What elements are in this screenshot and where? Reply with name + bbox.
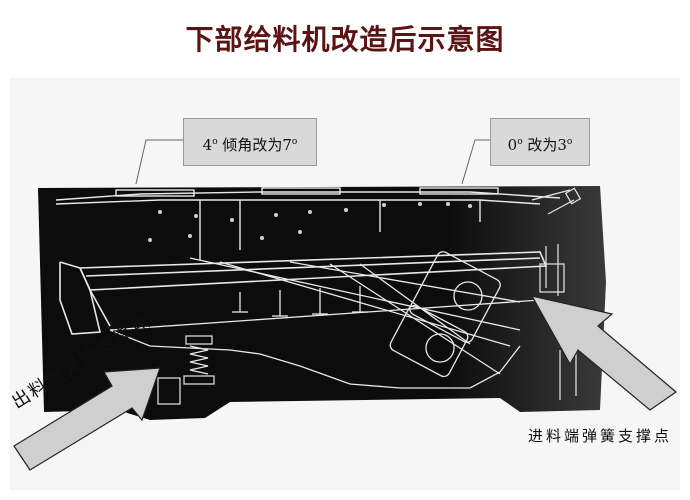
- callout-angle-change: 0o 改为3o: [490, 118, 590, 166]
- diagram-title: 下部给料机改造后示意图: [185, 23, 505, 56]
- trough-supports: [232, 286, 368, 317]
- vibrator-assembly: [109, 251, 521, 389]
- discharge-spring-icon: [157, 335, 215, 405]
- callout-left-leader: [135, 139, 183, 185]
- discharge-arrow-icon: [13, 367, 161, 471]
- callout-incline-change: 4o 倾角改为7o: [183, 118, 317, 166]
- feed-spring-icon: [531, 187, 582, 400]
- feeder-body: [55, 187, 561, 260]
- callout-right-degree: o: [517, 137, 523, 147]
- callout-left-text: 倾角改为7: [217, 136, 292, 154]
- frame-rods: [109, 257, 541, 375]
- callout-right-before: 0: [507, 136, 518, 154]
- callout-left-before: 4: [202, 136, 213, 154]
- feed-support-label: 进料端弹簧支撑点: [528, 427, 673, 445]
- callout-left-degree: o: [212, 137, 218, 147]
- drawing-panel: [38, 186, 606, 420]
- callout-right-leader: [461, 139, 490, 185]
- feed-arrow-icon: [530, 295, 677, 411]
- callout-right-text: 改为3: [522, 136, 567, 154]
- callout-left-degree-2: o: [291, 137, 298, 147]
- callout-right-degree-2: o: [566, 137, 573, 147]
- bolt-row: [148, 202, 472, 242]
